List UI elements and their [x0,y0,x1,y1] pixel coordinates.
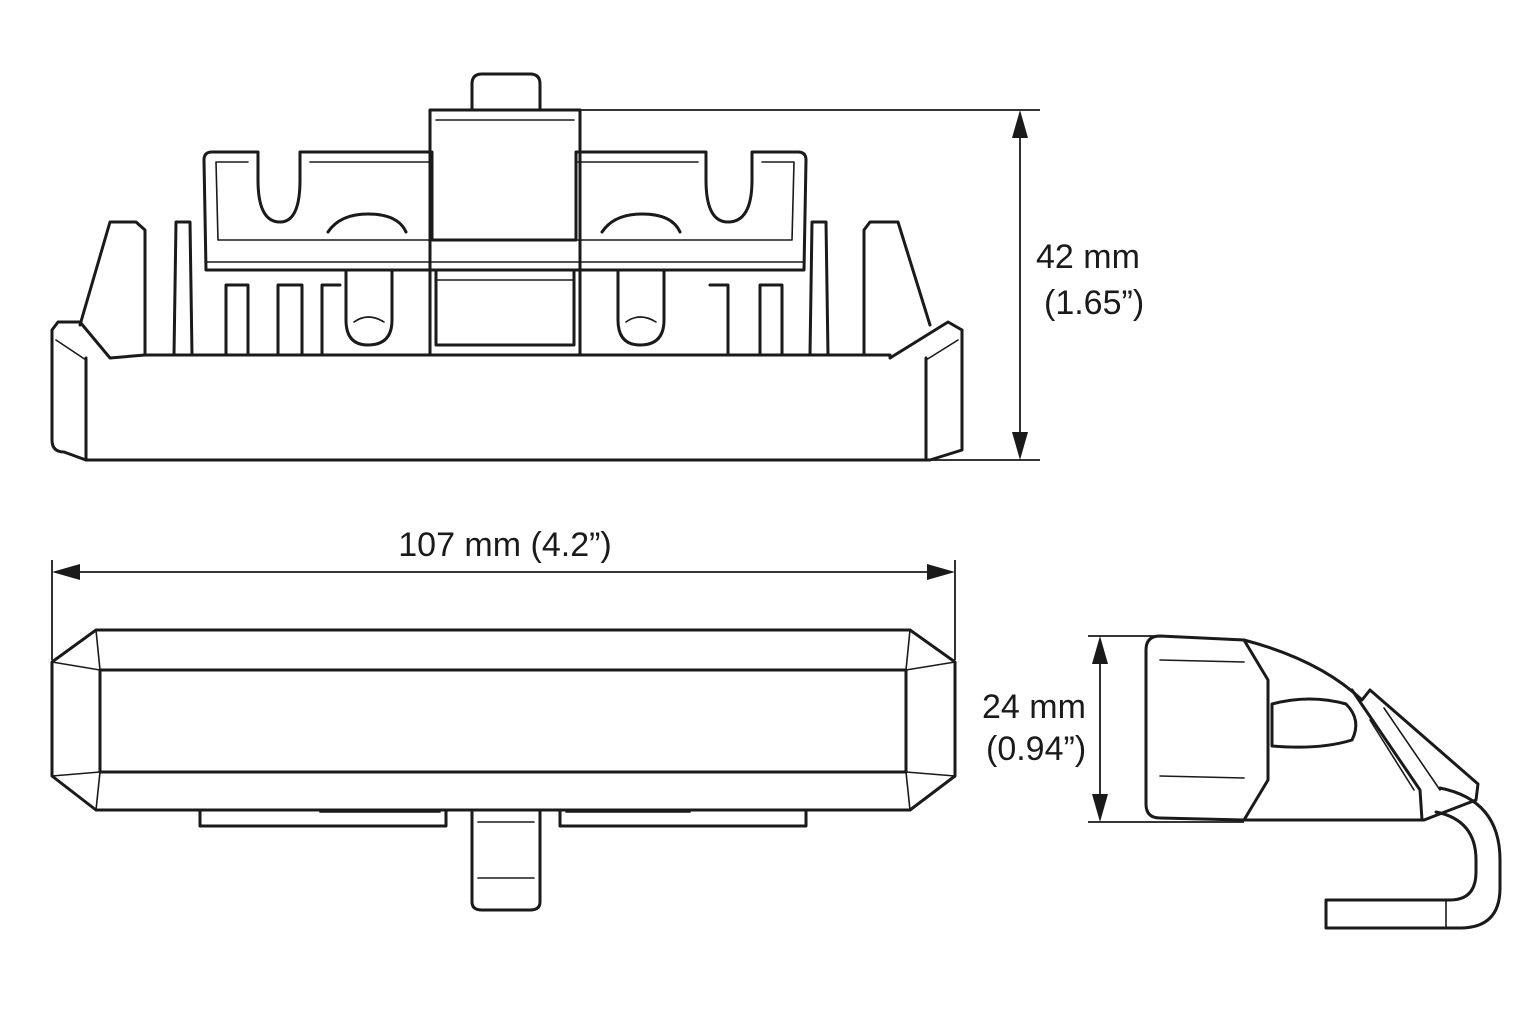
lens-bevel-lines [51,629,956,811]
fin-inner-5 [758,283,784,357]
bracket-tray-inner [215,161,795,241]
base-right-bevel [925,339,959,361]
depth-imperial-label: (0.94”) [986,730,1086,768]
height-value-label: 42 mm [1036,238,1140,276]
center-mount-lower [434,268,576,347]
fin-left-outer [78,220,147,357]
bolt-right [616,268,666,347]
bolt-head-left [326,212,408,234]
side-fin-lines [1369,707,1441,791]
side-lens-cap [1144,634,1270,822]
fin-inner-4 [708,283,730,357]
height-arrow-bottom [1012,432,1028,460]
center-mount-block [428,108,582,357]
width-label: 107 mm (4.2”) [398,526,612,564]
width-arrow-left [52,564,80,580]
height-imperial-label: (1.65”) [1044,284,1144,322]
side-cable [1324,786,1502,930]
stud-bottom [470,810,542,912]
lower-bracket-right [558,808,808,828]
width-arrow-right [927,564,955,580]
depth-arrow-top [1092,636,1108,664]
fin-inner-3 [320,283,342,357]
fin-inner-1 [224,283,250,357]
bracket-tray [202,150,808,272]
fin-right-2 [808,220,830,357]
side-housing-body [1242,638,1480,822]
bolt-left [344,268,394,347]
fin-right-outer [862,220,932,357]
top-view [50,72,964,462]
base-left-bevel [55,339,87,361]
side-view [1144,634,1502,930]
side-bolt [1270,697,1358,749]
fin-inner-2 [276,283,304,357]
side-cap-top-line [1159,659,1245,663]
stud-top [470,72,542,112]
bolt-right-tip [625,316,657,323]
bolt-left-tip [353,316,385,323]
height-dimension: 42 mm (1.65”) [580,109,1144,461]
depth-value-label: 24 mm [982,688,1086,726]
side-cap-bottom-line [1159,775,1245,779]
fin-left-2 [172,220,194,357]
depth-arrow-bottom [1092,794,1108,822]
lens-face-inner [98,668,908,774]
depth-dimension: 24 mm (0.94”) [982,635,1244,823]
side-heatsink-fin [1350,688,1424,822]
front-view [50,628,957,912]
lens-housing-outer [50,628,957,812]
housing-base [50,320,964,462]
width-dimension: 107 mm (4.2”) [51,526,956,660]
lower-bracket-left [198,808,448,828]
bolt-head-right [600,212,682,234]
height-arrow-top [1012,110,1028,138]
stud-bottom-ring [477,821,535,879]
